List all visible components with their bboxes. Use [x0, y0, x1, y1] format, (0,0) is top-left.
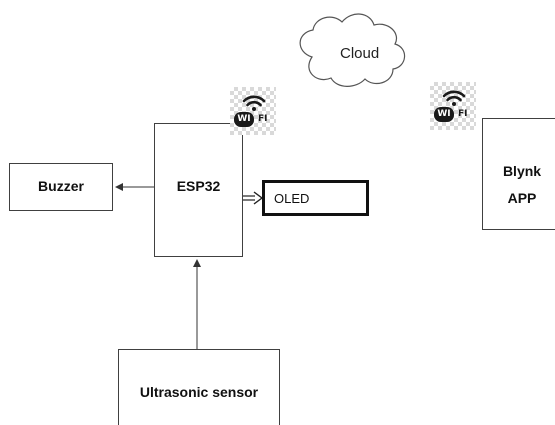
- buzzer-node: Buzzer: [9, 163, 113, 211]
- esp32-node: ESP32: [154, 123, 243, 257]
- wifi-badge-wi: WI: [234, 112, 254, 127]
- ultrasonic-sensor-label: Ultrasonic sensor: [139, 384, 259, 400]
- esp32-label: ESP32: [176, 178, 221, 194]
- blynk-label-line1: Blynk: [502, 163, 542, 179]
- cloud-label: Cloud: [340, 45, 380, 62]
- wifi-badge-fi: FI: [258, 114, 268, 124]
- ultrasonic-sensor-node: Ultrasonic sensor: [118, 349, 280, 425]
- blynk-app-node: Blynk APP: [482, 118, 555, 230]
- wifi-icon: WI FI: [430, 82, 476, 130]
- oled-node: OLED: [262, 180, 369, 216]
- edge-esp32-to-oled: [243, 191, 264, 205]
- blynk-label-line2: APP: [507, 190, 537, 206]
- wifi-badge-fi: FI: [458, 109, 468, 119]
- buzzer-label: Buzzer: [38, 178, 84, 194]
- cloud-shape: [299, 13, 406, 87]
- wifi-signal-icon: [442, 90, 466, 106]
- wifi-signal-icon: [242, 95, 266, 111]
- wifi-icon: WI FI: [230, 87, 276, 135]
- oled-label: OLED: [274, 191, 310, 206]
- wifi-badge-wi: WI: [434, 107, 454, 122]
